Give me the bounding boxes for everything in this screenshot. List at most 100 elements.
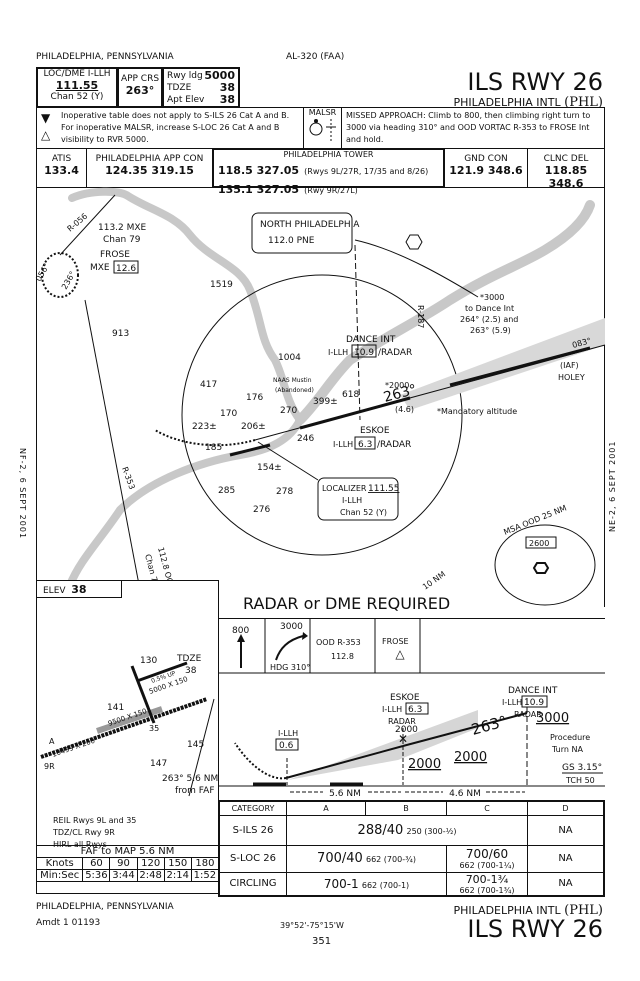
diagram-tdze: 38 <box>185 666 197 676</box>
eskoe-radar: /RADAR <box>377 440 411 450</box>
obstacle-154: 154± <box>257 463 282 473</box>
profile-gs-intercept-alt: 2000 <box>454 750 487 765</box>
obstacle-223: 223± <box>192 422 217 432</box>
obstacle-913: 913 <box>112 329 129 339</box>
profile-climb-alt: 800 <box>232 626 249 636</box>
r353-label: R-353 <box>120 466 136 491</box>
pne-box <box>251 212 353 254</box>
tower-freq-1: 118.5 327.05 <box>218 164 300 177</box>
r187-label: R-187 <box>416 305 425 328</box>
chart-id: AL-320 (FAA) <box>286 52 345 62</box>
localizer-box <box>317 477 399 521</box>
obstacle-285: 285 <box>218 486 235 496</box>
eskoe-label: ESKOE <box>360 426 390 436</box>
runway-17-35 <box>130 665 156 724</box>
app-con-label: PHILADELPHIA APP CON <box>95 154 204 164</box>
profile-ma-ident: I-LLH <box>278 729 298 738</box>
dance-dme: 10.9 <box>354 348 374 358</box>
diagram-tdze-label: TDZE <box>176 654 202 664</box>
location-header: PHILADELPHIA, PENNSYLVANIA <box>36 52 174 62</box>
profile-frose: FROSE <box>382 637 409 646</box>
tch: TCH 50 <box>565 776 595 785</box>
gnd-con-label: GND CON <box>464 154 508 164</box>
profile-ma-dme: 0.6 <box>279 741 294 751</box>
profile-eskoe-dme: 6.3 <box>408 705 422 715</box>
airport-diagram-box: ELEV 38 130 141 145 147 35 9R A 10499 X … <box>35 580 220 894</box>
app-con-freq: 124.35 319.15 <box>105 164 194 177</box>
airport-title: PHILADELPHIA INTL (PHL) <box>453 95 603 110</box>
glideslope-angle: GS 3.15° <box>562 763 602 773</box>
cat-c-header: C <box>446 800 528 816</box>
knots-60: 60 <box>82 857 111 870</box>
obstacle-185: 185 <box>205 443 222 453</box>
malsr-lighting-icon <box>309 119 336 141</box>
dance-radar: /RADAR <box>378 348 412 358</box>
dance-note-2: to Dance Int <box>465 304 514 313</box>
ring-label: 10 NM <box>421 570 447 592</box>
hold-056: 056° <box>34 262 51 283</box>
elev-130: 130 <box>140 656 157 666</box>
msa-alt: 2600 <box>529 539 549 548</box>
page-number: 351 <box>312 936 332 947</box>
timing-title: FAF to MAP 5.6 NM <box>36 845 219 858</box>
r056-radial <box>59 194 116 256</box>
frose-fix-icon: △ <box>395 647 405 661</box>
airport-coordinates: 39°52'-75°15'W <box>280 921 344 930</box>
time-120: 2:48 <box>136 869 165 882</box>
profile-dance-ident: I-LLH <box>502 698 522 707</box>
r187-radial <box>354 244 361 421</box>
time-150: 2:14 <box>163 869 192 882</box>
s-ils-d: NA <box>527 814 605 846</box>
alternate-triangle-icon: △ <box>41 128 51 142</box>
profile-dance: DANCE INT <box>508 686 558 696</box>
clnc-del-box: CLNC DEL 118.85 348.6 <box>527 148 605 190</box>
faf-note-2: from FAF <box>175 786 215 796</box>
dance-note-1: *3000 <box>480 293 504 302</box>
profile-hdg: HDG 310° <box>270 663 310 672</box>
msa-circle <box>494 524 596 606</box>
radar-dme-required: RADAR or DME REQUIRED <box>243 594 451 613</box>
obstacle-176: 176 <box>246 393 263 403</box>
holey-iaf: (IAF) <box>560 361 579 370</box>
obstacle-206: 206± <box>241 422 266 432</box>
atis-freq: 133.4 <box>44 164 79 177</box>
tdze-label: TDZE <box>167 83 192 93</box>
dance-ident: I-LLH <box>328 348 348 357</box>
dance-int-label: DANCE INT <box>346 335 396 345</box>
atis-label: ATIS <box>51 154 72 164</box>
tower-note-1: (Rwys 9L/27R, 17/35 and 8/26) <box>304 167 429 176</box>
profile-dance-radar: RADAR <box>514 710 542 719</box>
inop-text: Inoperative table does not apply to S-IL… <box>61 111 290 144</box>
naas-label-1: NAAS Mustin <box>273 377 312 384</box>
runway-8-26 <box>136 661 188 683</box>
localizer-freq: 111.55 <box>368 484 400 494</box>
obstacle-276: 276 <box>253 505 270 515</box>
elev-147: 147 <box>150 759 167 769</box>
runway-symbol <box>229 443 271 457</box>
pne-name: NORTH PHILADELPHIA <box>260 220 360 230</box>
lighting-note-1: REIL Rwys 9L and 35 <box>53 816 136 825</box>
obstacle-399: 399± <box>313 397 338 407</box>
obstacles: 1519 913 1004 417 176 270 170 223± 206± … <box>112 280 359 515</box>
circling-ab: 700-1 662 (700-1) <box>286 871 447 896</box>
minsec-label: Min:Sec <box>35 869 84 882</box>
app-crs-label: APP CRS <box>120 74 160 84</box>
eskoe-fix-x: ✕ <box>398 732 408 746</box>
profile-dance-dme: 10.9 <box>524 698 544 708</box>
plan-dist-46: (4.6) <box>395 405 414 414</box>
loc-label: LOC/DME I-LLH <box>43 69 111 79</box>
eskoe-dme: 6.3 <box>358 440 372 450</box>
mandatory-altitude-note: *Mandatory altitude <box>437 407 517 416</box>
rwy-ldg-label: Rwy ldg <box>167 71 203 81</box>
profile-eskoe: ESKOE <box>390 693 420 703</box>
mxe-freq: 113.2 MXE <box>98 223 147 233</box>
profile-vor: OOD R-353 <box>316 638 361 647</box>
plan-view-frame <box>36 187 605 607</box>
amendment: Amdt 1 01193 <box>36 918 101 928</box>
tower-label: PHILADELPHIA TOWER <box>283 150 374 159</box>
inop-triangle-icon: ▼ <box>41 111 51 125</box>
obstacle-417: 417 <box>200 380 217 390</box>
obstacle-1004: 1004 <box>278 353 301 363</box>
tower-note-2: (Rwy 9R/27L) <box>304 186 358 195</box>
